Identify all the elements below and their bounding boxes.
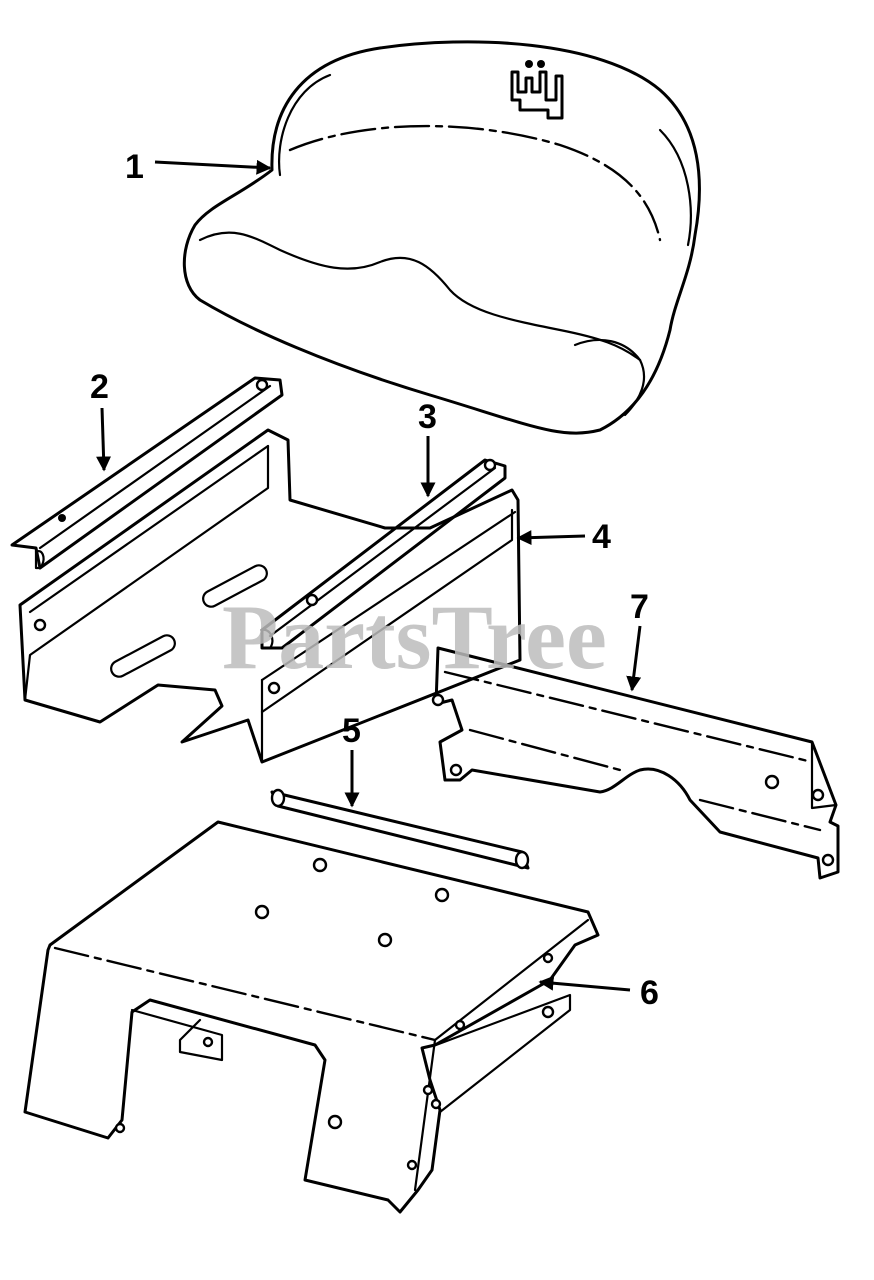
callout-label-5: 5: [342, 712, 361, 750]
callout-5: 5: [342, 712, 361, 808]
callout-2: 2: [90, 368, 112, 472]
watermark-text: PartsTree: [222, 586, 607, 688]
pivot-rod-part: [270, 788, 530, 870]
seat-part: [182, 40, 701, 435]
callout-arrow-1: [154, 159, 272, 175]
callout-arrow-6: [538, 975, 631, 992]
callout-label-1: 1: [125, 148, 144, 186]
callout-4: 4: [516, 518, 611, 556]
right-rail-part: [260, 458, 507, 650]
mounting-pan-part: [18, 428, 522, 764]
callout-label-6: 6: [640, 974, 659, 1012]
callout-6: 6: [538, 974, 659, 1012]
callout-arrow-2: [96, 407, 112, 472]
callout-label-4: 4: [592, 518, 611, 556]
side-bracket-part: [431, 646, 840, 880]
callout-arrow-4: [516, 530, 586, 546]
base-plate-part: [23, 820, 600, 1214]
callout-label-3: 3: [418, 398, 437, 436]
callout-1: 1: [125, 148, 272, 186]
seat-logo-icon: [510, 60, 564, 120]
callout-label-2: 2: [90, 368, 109, 406]
callout-7: 7: [626, 588, 649, 692]
left-rail-part: [10, 376, 284, 570]
callout-arrow-7: [626, 625, 642, 692]
callout-3: 3: [418, 398, 437, 498]
callout-label-7: 7: [630, 588, 649, 626]
